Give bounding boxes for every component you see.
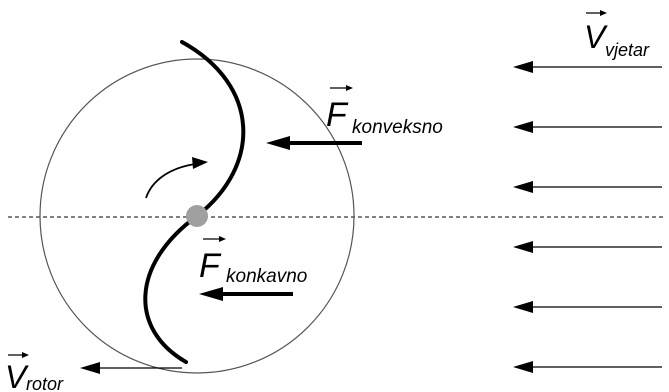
rotor-blade-lower — [143, 214, 199, 364]
wind-arrowhead — [513, 61, 533, 73]
f-concave-symbol: F — [199, 247, 222, 285]
rotor-blade-upper — [180, 40, 246, 218]
rotor-hub — [186, 205, 208, 227]
wind-arrowhead — [513, 301, 533, 313]
wind-arrowhead — [513, 121, 533, 133]
f-convex-subscript: konveksno — [352, 117, 443, 138]
wind-arrowhead — [513, 181, 533, 193]
wind-arrows — [513, 61, 662, 373]
wind-arrowhead — [513, 241, 533, 253]
f-concave-subscript: konkavno — [226, 266, 307, 287]
v-wind-symbol: V — [584, 19, 608, 55]
rotation-arrow — [145, 163, 196, 199]
rotation-arrowhead — [192, 157, 208, 169]
label-f-convex: F konveksno — [326, 85, 443, 138]
label-v-wind: V vjetar — [584, 10, 650, 60]
v-rotor-subscript: rotor — [26, 374, 64, 392]
wind-arrowhead — [513, 361, 533, 373]
force-convex-arrowhead — [266, 136, 290, 150]
force-concave-arrowhead — [199, 287, 223, 301]
f-convex-symbol: F — [326, 96, 349, 134]
label-v-rotor: V rotor — [5, 352, 64, 392]
rotor-circle — [39, 58, 355, 374]
label-f-concave: F konkavno — [199, 236, 307, 287]
rotor-velocity-arrowhead — [80, 362, 100, 374]
v-rotor-symbol: V — [5, 359, 29, 392]
v-wind-subscript: vjetar — [605, 40, 650, 60]
